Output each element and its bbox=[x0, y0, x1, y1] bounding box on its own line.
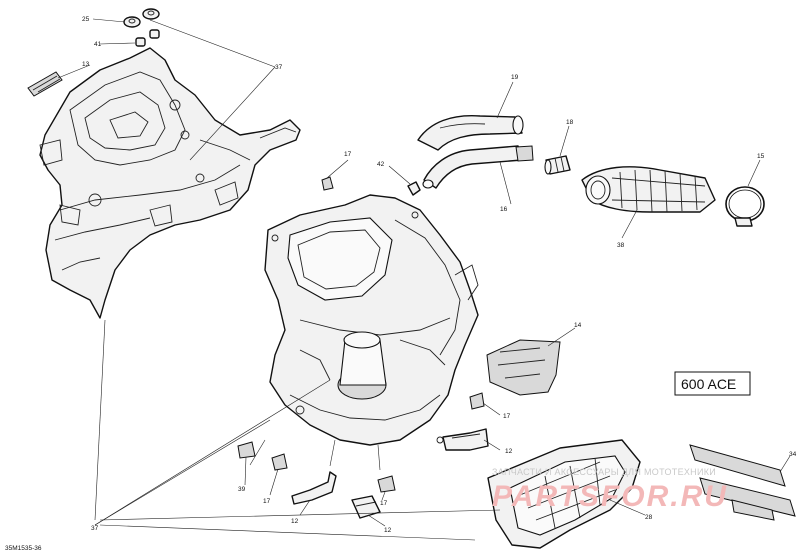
callout-37-upper: 37 bbox=[275, 64, 283, 71]
nut-part-25 bbox=[123, 8, 160, 28]
model-label: 600 ACE bbox=[674, 371, 751, 396]
intake-boot-part-38 bbox=[581, 166, 716, 213]
callout-14: 14 bbox=[574, 322, 582, 329]
callout-34: 34 bbox=[789, 451, 797, 458]
watermark: ЗАПЧАСТИ И АКСЕССУАРЫ ДЛЯ МОТОТЕХНИКИ PA… bbox=[492, 467, 728, 513]
callout-25: 25 bbox=[82, 16, 90, 23]
callout-19: 19 bbox=[511, 74, 519, 81]
clip-part-17-bottom-center bbox=[377, 475, 396, 493]
callout-39: 39 bbox=[238, 486, 246, 493]
watermark-logo: PARTSFOR.RU bbox=[492, 480, 728, 513]
drawing-id: 35M1535-36 bbox=[5, 545, 42, 552]
clip-part-17-bottom-left bbox=[271, 453, 288, 471]
callout-17-right: 17 bbox=[503, 413, 511, 420]
callout-16: 16 bbox=[500, 206, 508, 213]
bracket-part-39 bbox=[237, 441, 256, 459]
callout-labels: 25 41 13 37 17 42 19 16 18 15 38 14 17 1… bbox=[82, 16, 797, 534]
clip-part-17-top bbox=[321, 176, 334, 191]
connector-part-18 bbox=[544, 155, 571, 175]
bracket-part-12-bottom-center bbox=[351, 495, 381, 519]
hose-part-19 bbox=[417, 115, 524, 151]
airbox-housing bbox=[264, 194, 479, 446]
callout-17-bottom-center: 17 bbox=[380, 500, 388, 507]
callout-12-right: 12 bbox=[505, 448, 513, 455]
upper-intake-frame bbox=[39, 47, 301, 319]
callout-38: 38 bbox=[617, 242, 625, 249]
leader-lines bbox=[57, 18, 791, 541]
foam-part-14 bbox=[486, 339, 561, 396]
callout-13: 13 bbox=[82, 61, 90, 68]
callout-17-top: 17 bbox=[344, 151, 352, 158]
clamp-part-15 bbox=[725, 186, 765, 227]
callout-18: 18 bbox=[566, 119, 574, 126]
foam-strip-part-13 bbox=[27, 71, 63, 97]
callout-42: 42 bbox=[377, 161, 385, 168]
callout-17-bottom-left: 17 bbox=[263, 498, 271, 505]
callout-28: 28 bbox=[645, 514, 653, 521]
model-label-text: 600 ACE bbox=[681, 376, 736, 392]
callout-12-bottom-left: 12 bbox=[291, 518, 299, 525]
watermark-tagline: ЗАПЧАСТИ И АКСЕССУАРЫ ДЛЯ МОТОТЕХНИКИ bbox=[492, 467, 716, 477]
bracket-part-12-right bbox=[442, 428, 489, 451]
callout-41: 41 bbox=[94, 41, 102, 48]
foam-pad-part-34 bbox=[689, 444, 796, 521]
grommet-part-41 bbox=[135, 29, 160, 47]
bracket-part-12-bottom-left bbox=[291, 471, 337, 505]
callout-37-lower: 37 bbox=[91, 525, 99, 532]
air-filter-part-28 bbox=[487, 439, 641, 549]
hose-part-16 bbox=[422, 145, 534, 189]
clip-part-17-right bbox=[469, 392, 485, 410]
callout-15: 15 bbox=[757, 153, 765, 160]
clip-part-42 bbox=[407, 181, 421, 196]
callout-12-bottom-center: 12 bbox=[384, 527, 392, 534]
